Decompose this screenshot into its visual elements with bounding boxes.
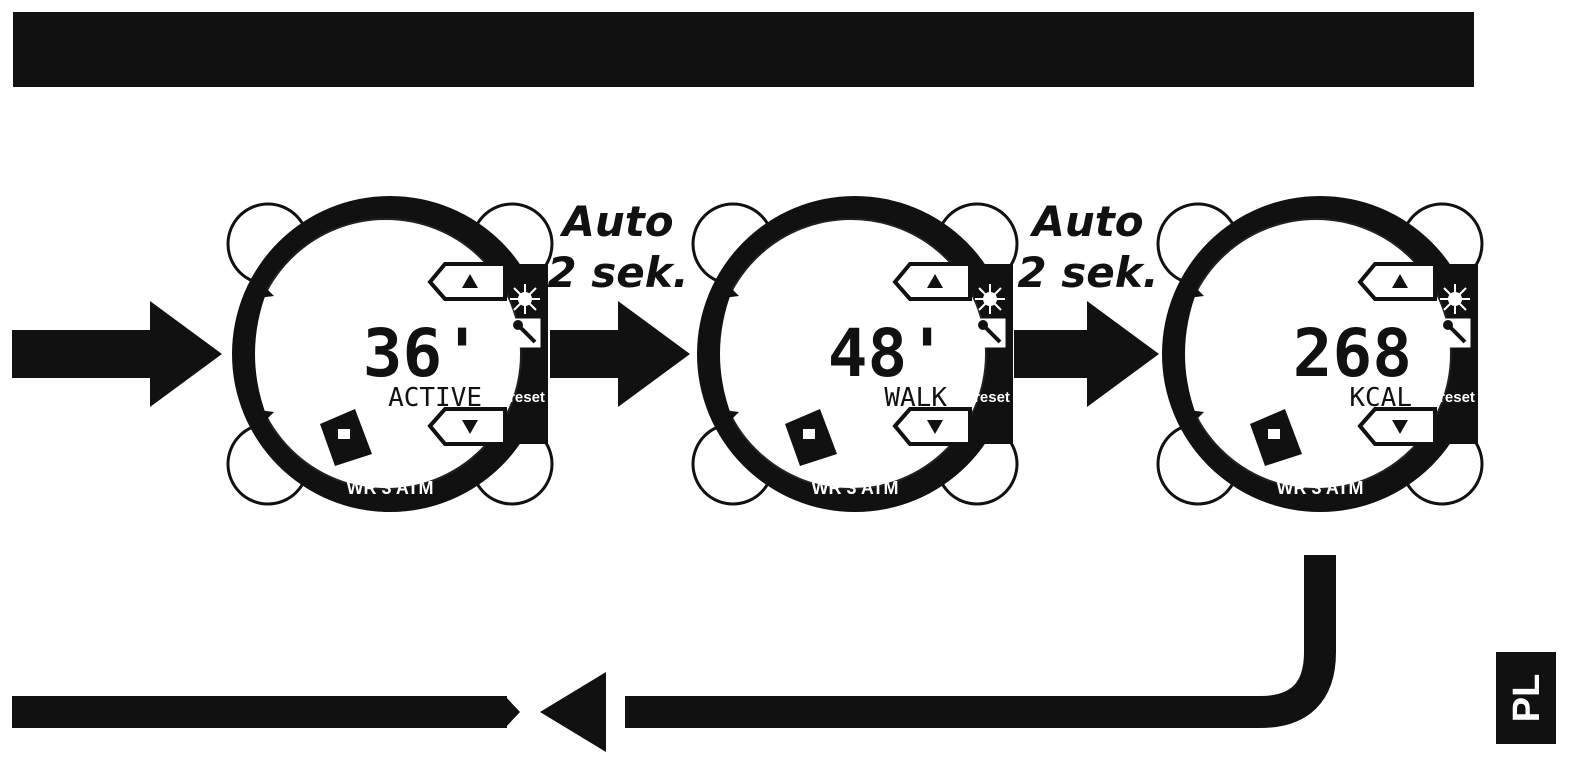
watch-label: WALK <box>884 383 947 413</box>
reset-label[interactable]: reset <box>974 389 1010 406</box>
watch-value: 36' <box>363 315 482 392</box>
watch-3: reset 268 KCAL WR 3 ATM <box>1156 196 1484 512</box>
wrench-icon[interactable] <box>976 318 1006 348</box>
triangle-down-icon <box>1392 420 1408 434</box>
return-loop <box>12 555 1336 752</box>
reset-label[interactable]: reset <box>1439 389 1475 406</box>
triangle-up-icon <box>1392 274 1408 288</box>
down-button[interactable] <box>892 407 972 446</box>
sun-icon[interactable] <box>510 284 540 314</box>
header-bar <box>13 12 1474 87</box>
wrench-icon[interactable] <box>511 318 541 348</box>
watch-label: ACTIVE <box>388 383 482 413</box>
up-button[interactable] <box>892 262 972 301</box>
mode-button[interactable] <box>1250 409 1302 466</box>
watch-label: KCAL <box>1349 383 1412 413</box>
transition-label-2-line1: Auto <box>1029 197 1143 246</box>
double-arrow-icon <box>250 282 274 426</box>
transition-arrow-1 <box>550 301 690 407</box>
entry-arrow <box>12 301 222 407</box>
watch-value: 268 <box>1293 315 1412 392</box>
book-icon <box>338 429 350 439</box>
watch-value: 48' <box>828 315 947 392</box>
book-icon <box>803 429 815 439</box>
transition-label-1-line2: 2 sek. <box>547 248 688 297</box>
bezel-text: WR 3 ATM <box>1277 478 1364 498</box>
book-icon <box>1268 429 1280 439</box>
down-button[interactable] <box>427 407 507 446</box>
sun-icon[interactable] <box>1440 284 1470 314</box>
language-tab: PL <box>1496 652 1556 744</box>
transition-label-1-line1: Auto <box>559 197 673 246</box>
bezel-text: WR 3 ATM <box>347 478 434 498</box>
return-arrowhead <box>540 672 606 752</box>
triangle-down-icon <box>462 420 478 434</box>
mode-button[interactable] <box>320 409 372 466</box>
transition-arrow-2 <box>1014 301 1159 407</box>
triangle-down-icon <box>927 420 943 434</box>
watch-2: reset 48' WALK WR 3 ATM <box>691 196 1019 512</box>
mode-button[interactable] <box>785 409 837 466</box>
sun-icon[interactable] <box>975 284 1005 314</box>
down-button[interactable] <box>1357 407 1437 446</box>
triangle-up-icon <box>462 274 478 288</box>
up-button[interactable] <box>1357 262 1437 301</box>
reset-label[interactable]: reset <box>509 389 545 406</box>
watch-1: reset 36' ACTIVE WR 3 ATM <box>226 196 554 512</box>
bezel-text: WR 3 ATM <box>812 478 899 498</box>
double-arrow-icon <box>715 282 739 426</box>
language-tab-label: PL <box>1506 674 1548 723</box>
triangle-up-icon <box>927 274 943 288</box>
wrench-icon[interactable] <box>1441 318 1471 348</box>
transition-label-2-line2: 2 sek. <box>1017 248 1158 297</box>
up-button[interactable] <box>427 262 507 301</box>
double-arrow-icon <box>1180 282 1204 426</box>
